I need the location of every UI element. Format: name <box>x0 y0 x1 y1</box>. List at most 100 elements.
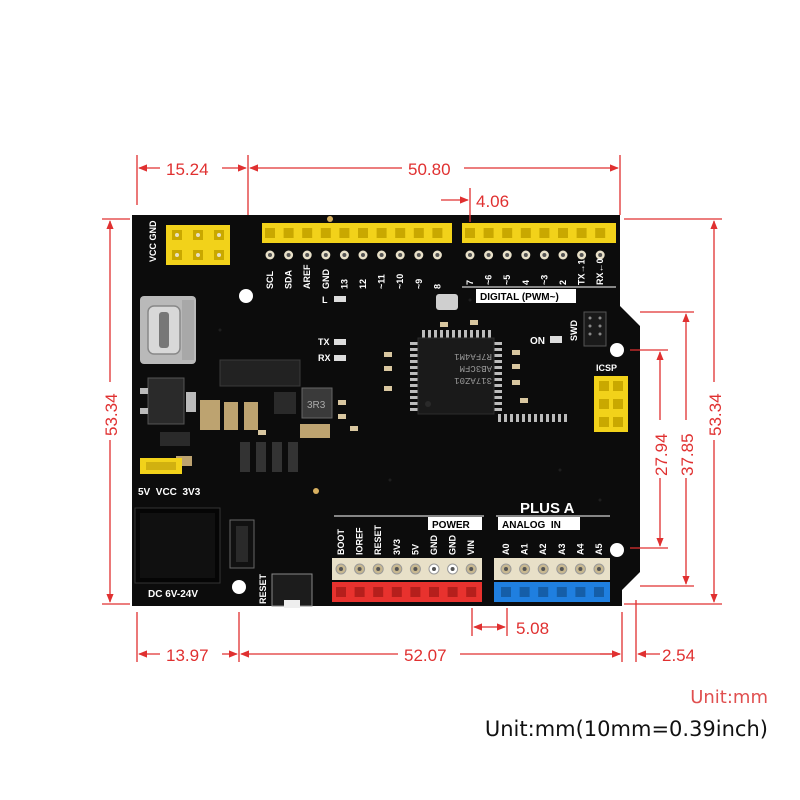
digital-header-right <box>462 223 616 243</box>
power-socket <box>410 587 421 597</box>
power-header <box>332 558 482 602</box>
digital-socket <box>358 228 368 238</box>
digital-pin-label: 13 <box>339 279 349 289</box>
analog-label-box: ANALOG IN <box>496 515 610 531</box>
digital-pin-label: AREF <box>302 264 312 289</box>
mount-hole-bottom-right <box>610 543 624 557</box>
digital-pin-label: 8 <box>432 284 442 289</box>
digital-socket <box>395 228 406 238</box>
voltage-regulator <box>140 377 196 425</box>
digital-socket <box>520 228 531 238</box>
digital-socket <box>539 228 550 238</box>
digital-pin-label: ~5 <box>502 275 512 285</box>
power-socket <box>429 587 439 597</box>
dim-bottom-left: 13.97 <box>166 646 209 665</box>
led-l: L <box>322 295 346 305</box>
dimension-labels: 15.24 50.80 4.06 53.34 53.34 37.85 27.94… <box>98 158 728 665</box>
crystal <box>436 294 458 310</box>
digital-pwm-label: DIGITAL (PWM~) <box>480 292 559 303</box>
analog-socket <box>575 587 586 597</box>
digital-socket <box>502 228 513 238</box>
power-pin-label: GND <box>448 535 458 556</box>
analog-socket <box>538 587 549 597</box>
digital-pin-label: 4 <box>521 280 531 285</box>
power-socket <box>354 587 365 597</box>
mount-hole-top-left <box>239 289 253 303</box>
dc-barrel-jack: DC 6V-24V <box>134 507 221 600</box>
analog-pin-label: A4 <box>575 543 585 555</box>
digital-pin-label: TX→1 <box>577 259 587 285</box>
swd-connector: SWD <box>569 311 607 347</box>
dim-right-inner-2: 37.85 <box>678 433 697 476</box>
digital-socket <box>465 228 475 238</box>
vcc-gnd-header: VCC GND <box>148 220 230 265</box>
digital-socket <box>413 228 424 238</box>
power-section: 3R3 <box>160 359 333 472</box>
dim-left-height: 53.34 <box>102 393 121 436</box>
usb-c-connector <box>140 296 196 364</box>
power-pin-label: 5V <box>410 544 420 555</box>
icsp-header: ICSP <box>594 363 628 432</box>
digital-socket <box>320 228 331 238</box>
swd-label: SWD <box>569 320 579 341</box>
power-socket <box>466 587 477 597</box>
power-pin-label: BOOT <box>336 528 346 555</box>
power-socket <box>336 587 346 597</box>
analog-socket <box>556 587 567 597</box>
digital-pwm-label-box: DIGITAL (PWM~) <box>462 286 616 303</box>
dim-top-left-width: 15.24 <box>166 160 209 179</box>
analog-label: ANALOG IN <box>502 520 561 531</box>
digital-socket <box>558 228 568 238</box>
power-pin-label: IOREF <box>355 527 365 555</box>
dim-bottom-right-offset: 2.54 <box>662 646 695 665</box>
analog-pin-label: A2 <box>538 543 548 555</box>
power-socket <box>373 587 384 597</box>
dim-right-height: 53.34 <box>706 393 725 436</box>
led-rx: RX <box>318 353 346 363</box>
led-on: ON <box>530 336 562 347</box>
analog-pin-label: A1 <box>520 543 530 555</box>
chip-marking-3: 317AZ01 <box>454 375 492 385</box>
reset-button-label: RESET <box>258 573 268 604</box>
unit-label-short: Unit:mm <box>690 687 768 708</box>
digital-socket <box>302 228 313 238</box>
inductor-mark: 3R3 <box>307 400 326 411</box>
pcb-board <box>132 215 640 606</box>
dim-header-gap: 4.06 <box>476 192 509 211</box>
chip-marking-2: AB3CFM <box>460 363 492 373</box>
product-name: PLUS A <box>520 500 575 517</box>
power-label: POWER <box>432 520 471 531</box>
led-tx: TX <box>318 337 346 347</box>
chip-marking-1: R7FA4M1 <box>454 351 492 361</box>
digital-pin-label: ~9 <box>414 279 424 289</box>
led-on-label: ON <box>530 336 545 347</box>
icsp-label: ICSP <box>596 363 617 373</box>
vcc-gnd-label: VCC GND <box>148 220 158 262</box>
reset-button: RESET <box>229 519 313 608</box>
power-pin-label: VIN <box>466 540 476 555</box>
digital-socket <box>595 228 606 238</box>
dim-bottom-span: 52.07 <box>404 646 447 665</box>
power-pin-label: GND <box>429 535 439 556</box>
power-pin-label: RESET <box>373 524 383 555</box>
digital-pin-label: SCL <box>265 270 275 289</box>
voltage-select-label: 5V VCC 3V3 <box>138 487 201 498</box>
digital-pin-label: 2 <box>558 280 568 285</box>
digital-socket <box>265 228 275 238</box>
digital-socket <box>339 228 350 238</box>
dim-right-inner-1: 27.94 <box>652 433 671 476</box>
digital-pin-label: ~3 <box>539 275 549 285</box>
mount-hole-right <box>610 343 624 357</box>
analog-header <box>494 558 610 602</box>
analog-socket <box>519 587 530 597</box>
unit-label-long: Unit:mm(10mm=0.39inch) <box>484 717 768 741</box>
led-l-label: L <box>322 295 328 305</box>
analog-pin-label: A5 <box>594 543 604 555</box>
digital-pin-label: ~6 <box>484 275 494 285</box>
power-socket <box>447 587 458 597</box>
mcu-chip: R7FA4M1 AB3CFM 317AZ01 <box>410 330 567 422</box>
digital-pin-label: GND <box>321 269 331 290</box>
mount-hole-bottom-left <box>232 580 246 594</box>
analog-pin-label: A0 <box>501 543 511 555</box>
digital-socket <box>576 228 587 238</box>
